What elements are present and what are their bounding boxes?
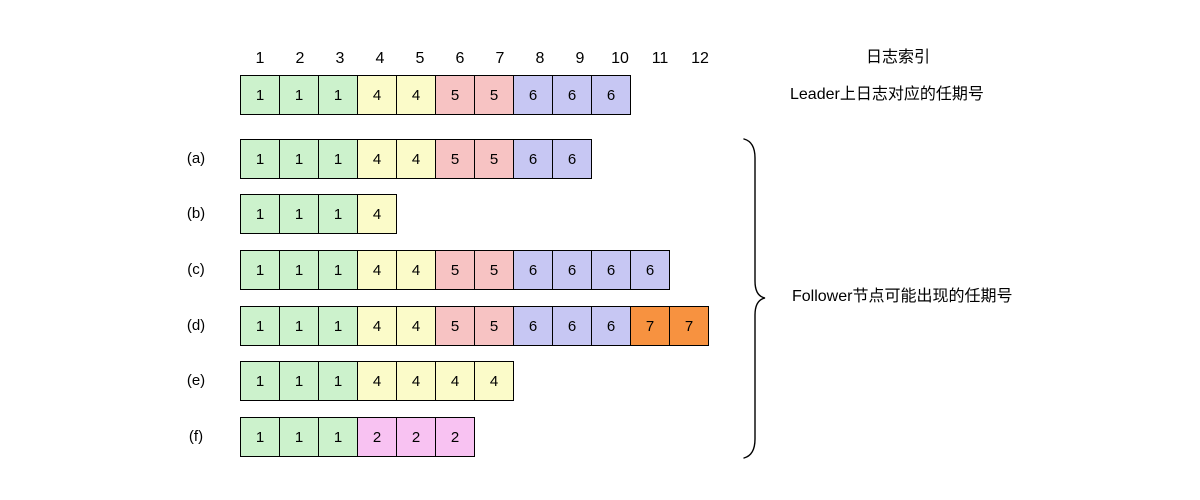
log-cell-term-6: 6: [630, 250, 670, 290]
log-cell-term-4: 4: [357, 361, 397, 401]
log-cell-term-4: 4: [396, 75, 436, 115]
log-cell-term-6: 6: [552, 250, 592, 290]
log-cell-term-6: 6: [591, 250, 631, 290]
log-cell-term-2: 2: [357, 417, 397, 457]
index-label: 7: [495, 50, 505, 67]
log-cell-term-4: 4: [396, 250, 436, 290]
index-label: 12: [691, 50, 709, 67]
log-cell-term-4: 4: [435, 361, 475, 401]
log-cell-term-1: 1: [240, 75, 280, 115]
log-cell-term-4: 4: [474, 361, 514, 401]
log-cell-term-6: 6: [552, 75, 592, 115]
log-cell-term-1: 1: [318, 306, 358, 346]
log-cell-term-1: 1: [318, 194, 358, 234]
log-cell-term-2: 2: [396, 417, 436, 457]
log-cell-term-1: 1: [318, 139, 358, 179]
log-cell-term-5: 5: [435, 306, 475, 346]
log-cell-term-7: 7: [630, 306, 670, 346]
log-cell-term-6: 6: [552, 306, 592, 346]
index-label: 1: [255, 50, 265, 67]
index-label: 8: [535, 50, 545, 67]
follower-row-label-b: (b): [186, 205, 206, 222]
index-label: 10: [611, 50, 629, 67]
log-cell-term-5: 5: [474, 139, 514, 179]
log-cell-term-4: 4: [357, 250, 397, 290]
log-cell-term-1: 1: [318, 75, 358, 115]
log-cell-term-6: 6: [552, 139, 592, 179]
log-cell-term-1: 1: [240, 139, 280, 179]
log-cell-term-6: 6: [513, 306, 553, 346]
log-cell-term-4: 4: [357, 306, 397, 346]
follower-row-label-c: (c): [187, 261, 205, 278]
log-cell-term-1: 1: [279, 139, 319, 179]
log-cell-term-5: 5: [435, 250, 475, 290]
log-cell-term-5: 5: [474, 306, 514, 346]
log-cell-term-1: 1: [279, 417, 319, 457]
follower-row-label-f: (f): [188, 428, 204, 445]
log-cell-term-5: 5: [435, 75, 475, 115]
log-cell-term-5: 5: [435, 139, 475, 179]
log-cell-term-6: 6: [591, 75, 631, 115]
index-label: 9: [575, 50, 585, 67]
log-cell-term-1: 1: [240, 417, 280, 457]
log-cell-term-6: 6: [513, 75, 553, 115]
log-cell-term-1: 1: [240, 361, 280, 401]
log-cell-term-5: 5: [474, 75, 514, 115]
log-cell-term-1: 1: [318, 417, 358, 457]
log-cell-term-6: 6: [513, 139, 553, 179]
index-label: 3: [335, 50, 345, 67]
log-cell-term-6: 6: [591, 306, 631, 346]
log-cell-term-1: 1: [240, 250, 280, 290]
log-cell-term-1: 1: [318, 250, 358, 290]
log-cell-term-1: 1: [279, 250, 319, 290]
log-cell-term-1: 1: [279, 75, 319, 115]
log-cell-term-2: 2: [435, 417, 475, 457]
index-label: 11: [651, 50, 669, 67]
log-cell-term-1: 1: [279, 361, 319, 401]
follower-row-label-d: (d): [186, 317, 206, 334]
index-label: 2: [295, 50, 305, 67]
leader-terms-caption: Leader上日志对应的任期号: [790, 86, 984, 103]
log-cell-term-4: 4: [357, 75, 397, 115]
log-index-caption: 日志索引: [866, 49, 931, 66]
log-cell-term-1: 1: [318, 361, 358, 401]
log-cell-term-1: 1: [279, 306, 319, 346]
log-cell-term-6: 6: [513, 250, 553, 290]
follower-terms-caption: Follower节点可能出现的任期号: [792, 288, 1013, 305]
follower-row-label-e: (e): [186, 372, 206, 389]
index-label: 5: [415, 50, 425, 67]
log-cell-term-1: 1: [240, 194, 280, 234]
log-cell-term-4: 4: [396, 361, 436, 401]
log-cell-term-4: 4: [396, 306, 436, 346]
log-cell-term-4: 4: [357, 139, 397, 179]
log-cell-term-1: 1: [279, 194, 319, 234]
index-label: 6: [455, 50, 465, 67]
follower-row-label-a: (a): [186, 150, 206, 167]
log-cell-term-1: 1: [240, 306, 280, 346]
curly-brace: [743, 138, 766, 459]
log-cell-term-5: 5: [474, 250, 514, 290]
log-cell-term-4: 4: [357, 194, 397, 234]
index-label: 4: [375, 50, 385, 67]
log-cell-term-4: 4: [396, 139, 436, 179]
log-cell-term-7: 7: [669, 306, 709, 346]
